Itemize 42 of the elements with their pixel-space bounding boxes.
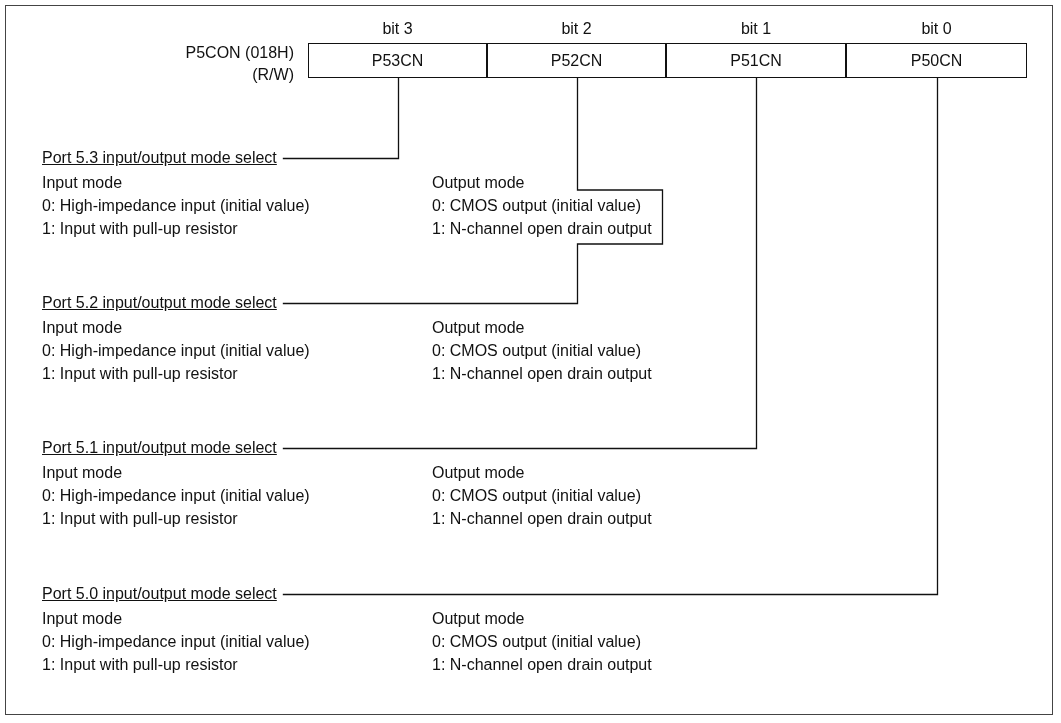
column-heading: Output mode (432, 609, 525, 629)
leader-line (282, 77, 664, 305)
mode-option-text: 0: High-impedance input (initial value) (42, 632, 310, 652)
mode-option-text: 1: Input with pull-up resistor (42, 364, 238, 384)
column-heading: Output mode (432, 318, 525, 338)
column-heading: Input mode (42, 173, 123, 193)
mode-option-text: 1: N-channel open drain output (432, 655, 652, 675)
bit-number-label: bit 2 (560, 19, 593, 39)
leader-line (282, 77, 939, 596)
section-heading: Port 5.3 input/output mode select (42, 148, 277, 168)
mode-option-text: 1: N-channel open drain output (432, 219, 652, 239)
register-bit-field: P53CN (308, 43, 487, 78)
mode-option-text: 0: CMOS output (initial value) (432, 486, 641, 506)
mode-option-text: 1: N-channel open drain output (432, 364, 652, 384)
mode-option-text: 1: Input with pull-up resistor (42, 509, 238, 529)
column-heading: Input mode (42, 463, 123, 483)
mode-option-text: 1: N-channel open drain output (432, 509, 652, 529)
mode-option-text: 0: High-impedance input (initial value) (42, 341, 310, 361)
leader-line (282, 77, 758, 450)
leader-line (282, 77, 400, 160)
mode-option-text: 0: CMOS output (initial value) (432, 632, 641, 652)
mode-option-text: 0: CMOS output (initial value) (432, 196, 641, 216)
bit-number-label: bit 1 (739, 19, 773, 39)
column-heading: Output mode (432, 463, 525, 483)
register-name-label: (R/W) (252, 65, 294, 85)
bit-number-label: bit 3 (381, 19, 414, 39)
register-bit-field: P50CN (846, 43, 1027, 78)
register-name-label: P5CON (018H) (185, 43, 294, 63)
section-heading: Port 5.0 input/output mode select (42, 584, 277, 604)
mode-option-text: 1: Input with pull-up resistor (42, 219, 238, 239)
register-bit-field: P52CN (487, 43, 666, 78)
mode-option-text: 0: CMOS output (initial value) (432, 341, 641, 361)
mode-option-text: 1: Input with pull-up resistor (42, 655, 238, 675)
mode-option-text: 0: High-impedance input (initial value) (42, 196, 310, 216)
bit-number-label: bit 0 (920, 19, 953, 39)
section-heading: Port 5.2 input/output mode select (42, 293, 277, 313)
section-heading: Port 5.1 input/output mode select (42, 438, 277, 458)
column-heading: Output mode (432, 173, 525, 193)
register-bit-field: P51CN (666, 43, 846, 78)
column-heading: Input mode (42, 609, 123, 629)
mode-option-text: 0: High-impedance input (initial value) (42, 486, 310, 506)
column-heading: Input mode (42, 318, 123, 338)
